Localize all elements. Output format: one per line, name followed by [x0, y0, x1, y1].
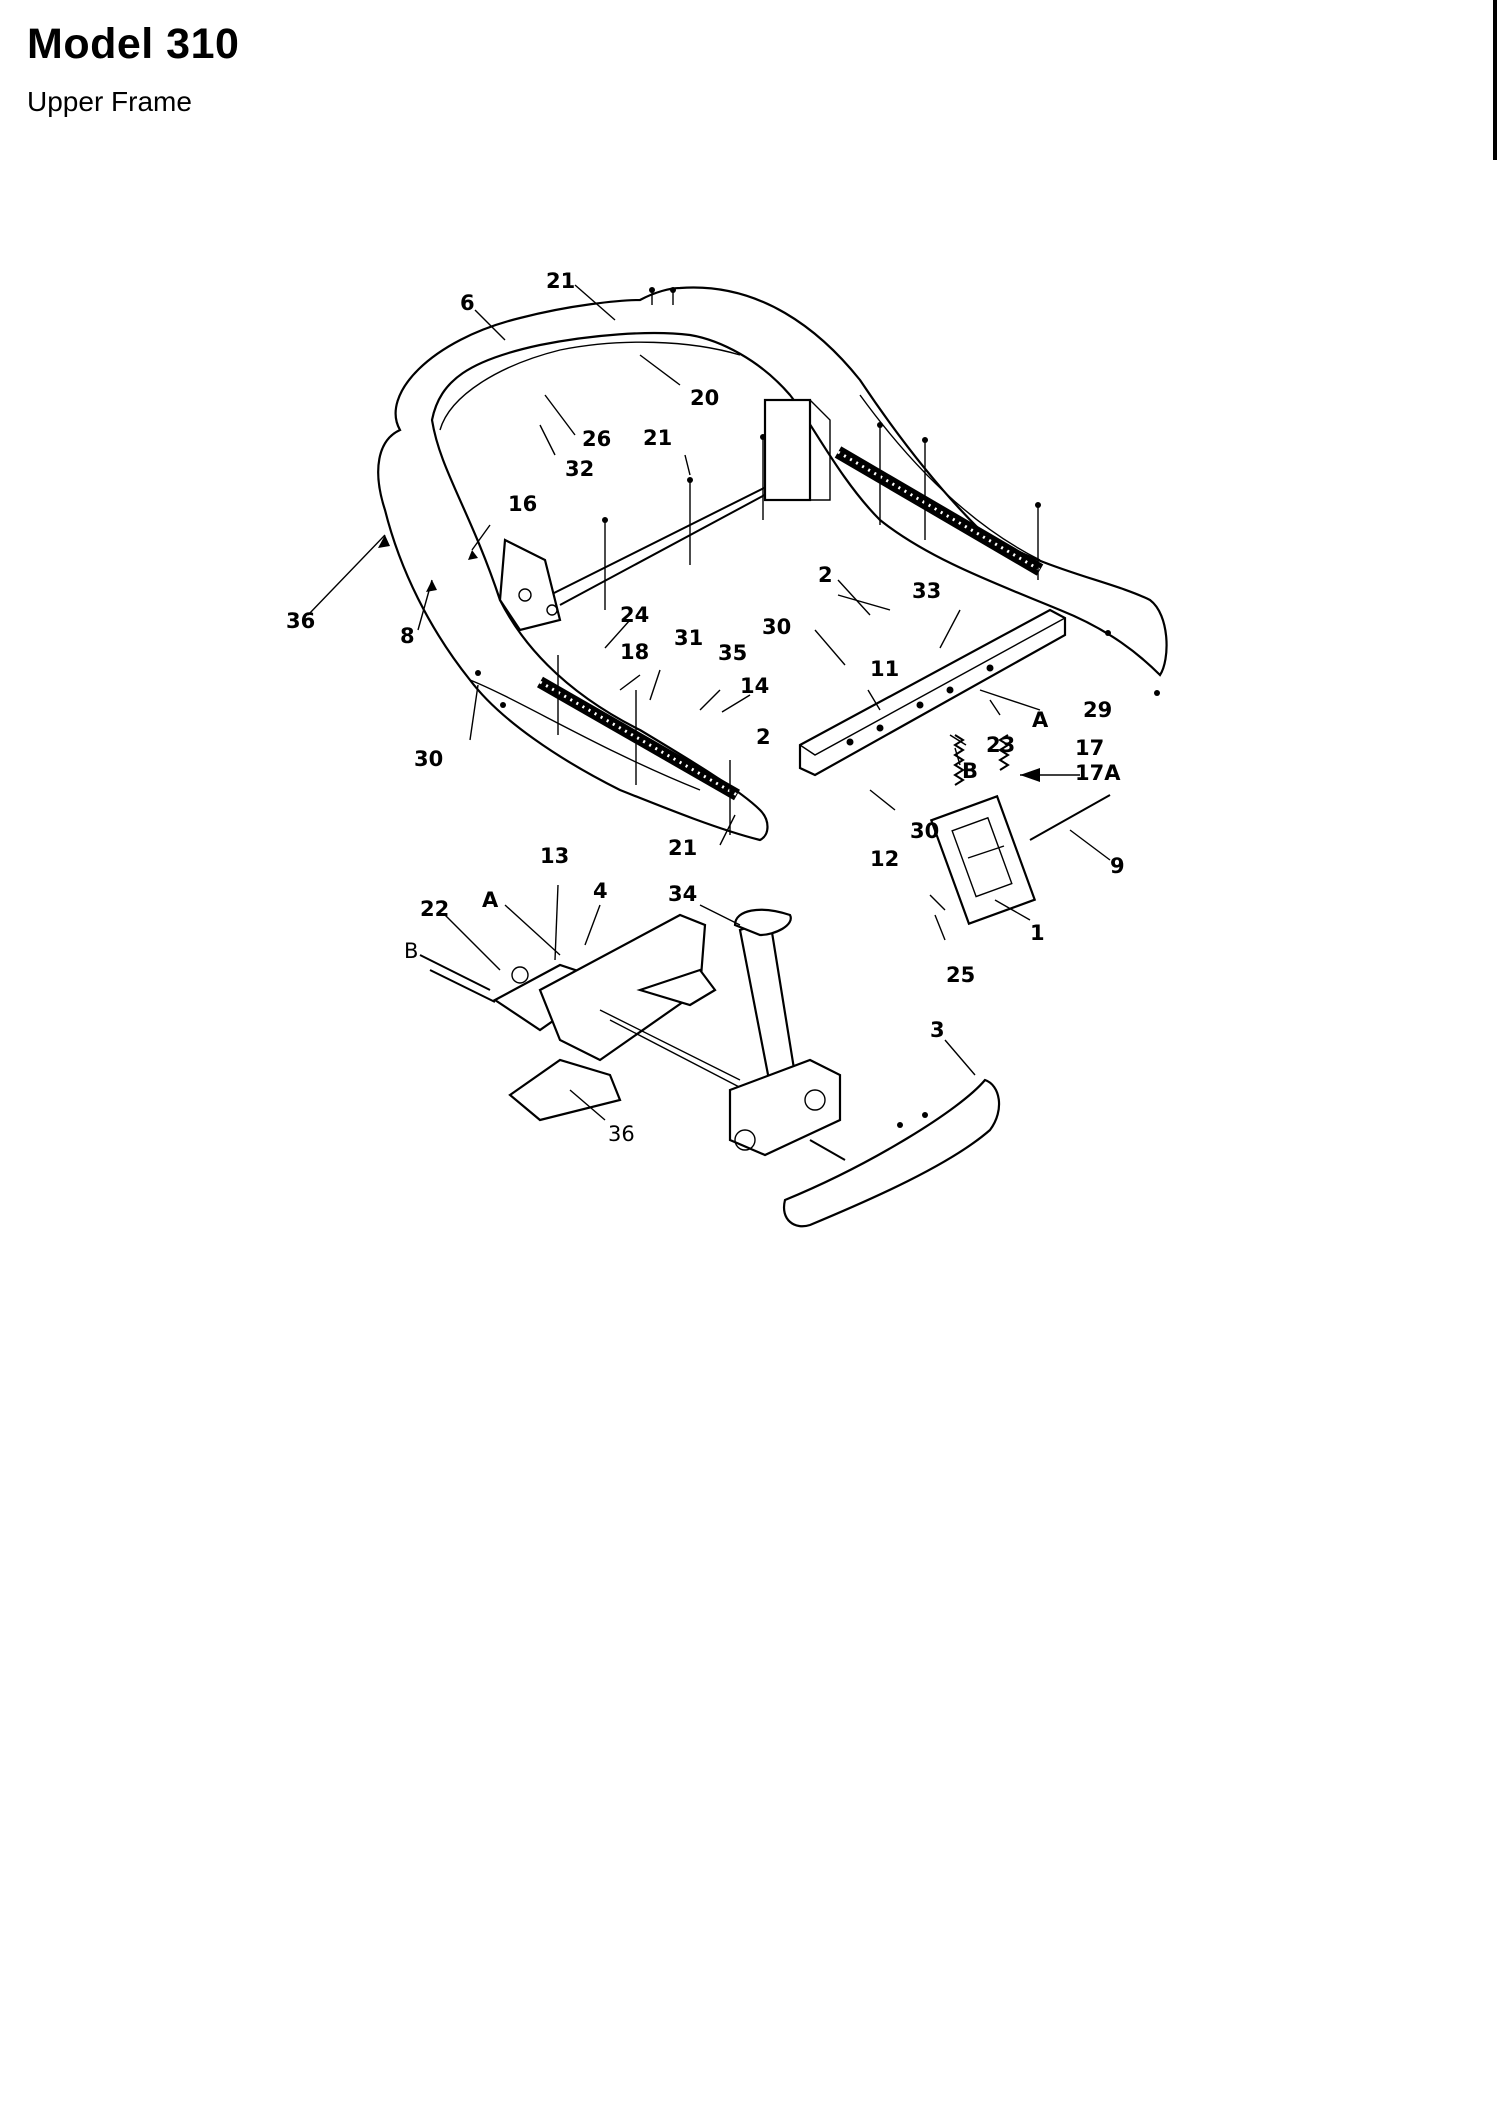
- callout-20: 20: [690, 386, 719, 410]
- callout-25: 25: [946, 963, 975, 987]
- callout-31: 31: [674, 626, 703, 650]
- callout-12: 12: [870, 847, 899, 871]
- steering-column: [733, 908, 797, 1087]
- callout-6: 6: [460, 291, 475, 315]
- callout-14: 14: [740, 674, 769, 698]
- spring-right: [834, 446, 1044, 576]
- callout-B-lower: B: [404, 939, 418, 963]
- callout-24: 24: [620, 603, 649, 627]
- callout-30-mid: 30: [762, 615, 791, 639]
- callout-A-upper: A: [1032, 708, 1049, 732]
- page-title: Model 310: [27, 20, 240, 68]
- axle-housing: [728, 1058, 846, 1161]
- callout-B-upper: B: [962, 759, 978, 783]
- hitch-pin: [1029, 794, 1111, 841]
- callout-18: 18: [620, 640, 649, 664]
- callout-2-lower: 2: [756, 725, 771, 749]
- frame-loop: [377, 286, 1168, 842]
- inner-tube: [539, 398, 831, 606]
- callout-30-right: 30: [910, 819, 939, 843]
- hitch-springs: [953, 734, 1010, 786]
- callout-16: 16: [508, 492, 537, 516]
- callout-4: 4: [593, 879, 608, 903]
- scan-edge-mark: [1493, 0, 1497, 160]
- callout-9: 9: [1110, 854, 1125, 878]
- callout-11: 11: [870, 657, 899, 681]
- left-bracket: [498, 538, 562, 632]
- callout-35: 35: [718, 641, 747, 665]
- callout-8: 8: [400, 624, 415, 648]
- frame-bolts: [557, 287, 1041, 835]
- callout-2-upper: 2: [818, 563, 833, 587]
- callout-17: 17: [1075, 736, 1104, 760]
- callout-26: 26: [582, 427, 611, 451]
- rear-plate: [798, 608, 1067, 777]
- callout-34: 34: [668, 882, 697, 906]
- callout-29: 29: [1083, 698, 1112, 722]
- arrowheads: [378, 535, 1040, 782]
- front-bumper: [782, 1078, 1001, 1228]
- hitch-plate: [929, 794, 1037, 926]
- callout-13: 13: [540, 844, 569, 868]
- callout-36-left: 36: [286, 609, 315, 633]
- callout-17A: 17A: [1075, 761, 1121, 785]
- callout-21-mid: 21: [643, 426, 672, 450]
- callout-36-lower: 36: [608, 1122, 635, 1146]
- callout-21-bottom: 21: [668, 836, 697, 860]
- callout-30-left: 30: [414, 747, 443, 771]
- front-axle-support: [419, 913, 746, 1122]
- callout-33: 33: [912, 579, 941, 603]
- callout-A-lower: A: [482, 888, 499, 912]
- callout-22: 22: [420, 897, 449, 921]
- page-subtitle: Upper Frame: [27, 86, 192, 117]
- spring-left: [537, 676, 740, 801]
- callout-1: 1: [1030, 921, 1045, 945]
- callout-32: 32: [565, 457, 594, 481]
- callout-3: 3: [930, 1018, 945, 1042]
- callout-23: 23: [986, 733, 1015, 757]
- callout-21-top: 21: [546, 269, 575, 293]
